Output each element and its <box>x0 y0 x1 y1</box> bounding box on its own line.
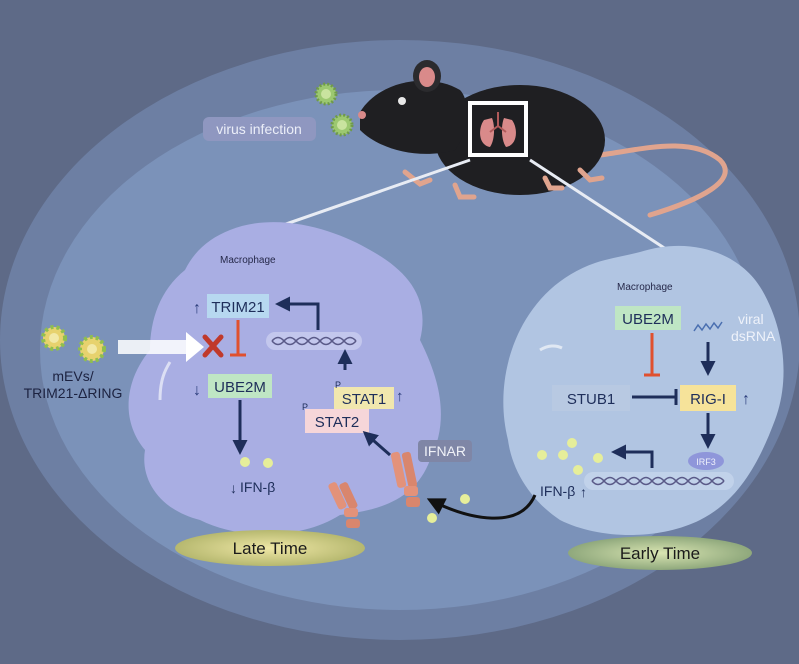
ifnar-label: IFNAR <box>424 443 466 459</box>
stat-up-arrow: ↑ <box>396 388 404 405</box>
ifn-particle <box>460 494 470 504</box>
stat1-label: STAT1 <box>342 391 386 408</box>
mouse-eye <box>398 97 406 105</box>
mevs-label-line1: mEVs/ <box>52 368 93 384</box>
stub1-label: STUB1 <box>567 391 615 408</box>
virus-icon <box>330 113 354 137</box>
blocked-x-icon <box>202 334 224 358</box>
ifnar-receptor <box>328 482 360 528</box>
ube2m-down-arrow: ↓ <box>193 382 201 399</box>
early-time-label: Early Time <box>620 544 700 563</box>
rigi-label: RIG-I <box>690 391 726 408</box>
ifn-particle <box>593 453 603 463</box>
mev-particle-icon <box>78 335 106 363</box>
stat2-label: STAT2 <box>315 414 359 431</box>
dsrna-label: dsRNA <box>731 328 776 344</box>
rigi-up-arrow: ↑ <box>742 391 750 408</box>
dna-to-trim21-arrow <box>275 296 320 330</box>
virus-infection-label: virus infection <box>216 121 302 137</box>
ifnb-label-right: IFN-β <box>540 483 575 499</box>
viral-label: viral <box>738 311 764 327</box>
mouse-illustration <box>358 60 728 218</box>
late-time-label: Late Time <box>233 539 308 558</box>
early-time-badge <box>568 536 752 570</box>
ube2m-box-right <box>615 306 681 330</box>
mouse-nose <box>358 111 366 119</box>
mev-particle-icon <box>41 325 67 351</box>
virus-icon <box>314 82 338 106</box>
irf3-label: IRF3 <box>696 457 716 467</box>
stat2-phospho: P <box>302 402 308 412</box>
ifn-particle <box>567 438 577 448</box>
stub1-box <box>552 385 630 411</box>
trim21-box <box>207 294 269 318</box>
zoom-line-right <box>529 158 676 257</box>
left-macrophage-cell <box>128 222 441 535</box>
dna-to-ifnb-arrow <box>611 444 654 468</box>
stat1-phospho: P <box>335 380 341 390</box>
ifn-particle <box>537 450 547 460</box>
mouse-tail <box>597 143 728 218</box>
stat2-box <box>305 409 369 433</box>
ifn-particle <box>263 458 273 468</box>
dna-strand-right <box>584 472 734 490</box>
rigi-box <box>680 385 736 411</box>
ifnb-label-left: IFN-β <box>240 479 275 495</box>
stat1-box <box>334 387 394 409</box>
ube2m-box-left <box>208 374 272 398</box>
lung-highlight-box <box>468 101 528 157</box>
ifn-particle <box>573 465 583 475</box>
ifn-particle <box>427 513 437 523</box>
virus-infection-label-box <box>203 117 316 141</box>
ifnar-receptor <box>390 451 420 507</box>
ifnb-left-down-arrow: ↓ <box>230 480 237 496</box>
mev-entry-arrow <box>118 332 204 362</box>
right-macrophage-label: Macrophage <box>617 282 673 293</box>
ifnb-secretion-arrow <box>426 494 537 520</box>
ifn-particle <box>240 457 250 467</box>
late-time-badge <box>175 530 365 566</box>
mevs-label-line2: TRIM21-ΔRING <box>24 385 123 401</box>
lung-icon <box>480 112 516 147</box>
dna-strand-left <box>266 332 362 350</box>
ifn-particle <box>558 450 568 460</box>
trim21-up-arrow: ↑ <box>193 300 201 317</box>
mouse-head <box>360 80 467 154</box>
ube2m-label-right: UBE2M <box>622 311 674 328</box>
viral-dsrna-icon <box>693 321 723 332</box>
ifnar-to-stat-arrow <box>362 431 391 457</box>
ube2m-label-left: UBE2M <box>214 379 266 396</box>
left-macrophage-label: Macrophage <box>220 255 276 266</box>
ifnb-right-up-arrow: ↑ <box>580 484 587 500</box>
trim21-label: TRIM21 <box>211 299 264 316</box>
irf3-oval <box>688 452 724 470</box>
ifnar-label-box <box>418 440 472 462</box>
